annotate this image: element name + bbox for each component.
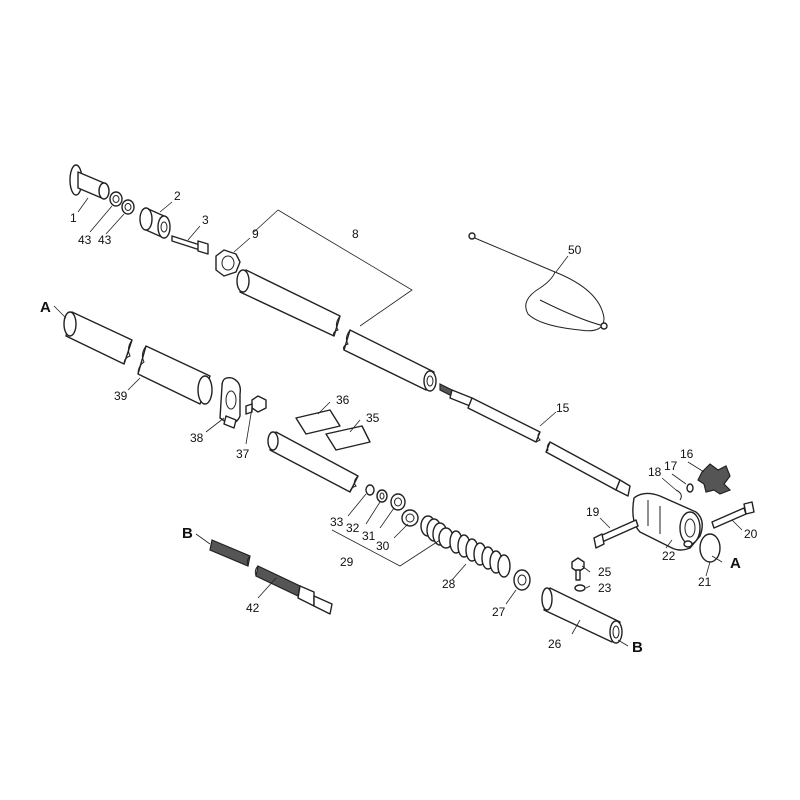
part-1-handle-grip <box>69 164 110 200</box>
callout-42: 42 <box>246 601 260 615</box>
callout-3: 3 <box>202 213 209 227</box>
part-37-screw <box>245 395 267 415</box>
part-38-clamp <box>219 376 242 429</box>
callout-1: 1 <box>70 211 77 225</box>
part-30-bushing <box>401 509 419 527</box>
callout-28: 28 <box>442 577 456 591</box>
part-36-label-sticker <box>295 409 341 435</box>
part-26-tube <box>541 587 623 644</box>
part-9-nut <box>215 249 241 277</box>
part-16-star-knob <box>697 463 732 495</box>
callout-43: 43 <box>78 233 92 247</box>
callout-33: 33 <box>330 515 344 529</box>
part-8-shaft-tube <box>236 269 437 392</box>
grip-tube <box>267 431 359 493</box>
ref-letter-b-right: B <box>632 639 643 656</box>
part-23-washer <box>574 584 586 592</box>
callout-35: 35 <box>366 411 380 425</box>
part-39-lower-tube <box>63 311 213 405</box>
part-27-collar <box>513 569 531 591</box>
callout-31: 31 <box>362 529 376 543</box>
part-28-spring <box>449 530 511 578</box>
callout-26: 26 <box>548 637 562 651</box>
callout-50: 50 <box>568 243 582 257</box>
callout-30: 30 <box>376 539 390 553</box>
leader-lines <box>77 197 743 635</box>
callout-23: 23 <box>598 581 612 595</box>
part-35-label-sticker <box>325 425 371 451</box>
ref-letter-a-left: A <box>40 299 51 316</box>
callout-36: 36 <box>336 393 350 407</box>
part-50-cable-strap <box>468 232 608 332</box>
part-43-washer-1 <box>109 191 123 207</box>
callout-19: 19 <box>586 505 600 519</box>
ref-letter-b-left: B <box>182 525 193 542</box>
callout-37: 37 <box>236 447 250 461</box>
callout-39: 39 <box>114 389 128 403</box>
part-25-screw <box>571 557 585 581</box>
part-15-drive-shaft <box>439 383 631 497</box>
callout-22: 22 <box>662 549 676 563</box>
callout-labels: 1 43 43 2 3 9 8 50 39 38 37 36 35 15 16 … <box>70 189 758 651</box>
callout-21: 21 <box>698 575 712 589</box>
callout-43: 43 <box>98 233 112 247</box>
part-33-washer <box>365 484 375 496</box>
part-32-washer <box>376 489 388 503</box>
part-17-washer <box>686 483 694 493</box>
callout-27: 27 <box>492 605 506 619</box>
part-22-gear-housing <box>632 492 703 551</box>
part-20-bolt <box>711 501 755 529</box>
callout-18: 18 <box>648 465 662 479</box>
callout-15: 15 <box>556 401 570 415</box>
callout-29: 29 <box>340 555 354 569</box>
callout-8: 8 <box>352 227 359 241</box>
callout-20: 20 <box>744 527 758 541</box>
part-18-clip <box>675 489 682 501</box>
part-42-inner-shaft <box>209 539 333 615</box>
part-29-bellows <box>420 515 454 549</box>
part-3-bolt <box>171 235 209 255</box>
reference-letters: A A B B <box>40 299 741 656</box>
callout-9: 9 <box>252 227 259 241</box>
callout-25: 25 <box>598 565 612 579</box>
part-43-washer-2 <box>121 199 135 215</box>
callout-17: 17 <box>664 459 678 473</box>
ref-letter-a-right: A <box>730 555 741 572</box>
callout-16: 16 <box>680 447 694 461</box>
part-31-bushing <box>390 493 406 511</box>
part-29-group-bracket <box>331 529 441 567</box>
callout-38: 38 <box>190 431 204 445</box>
part-2-spacer <box>139 207 171 239</box>
callout-32: 32 <box>346 521 360 535</box>
part-21-cap <box>699 533 721 563</box>
callout-2: 2 <box>174 189 181 203</box>
part-8-group-bracket <box>277 209 413 327</box>
part-19-bolt <box>593 519 639 549</box>
